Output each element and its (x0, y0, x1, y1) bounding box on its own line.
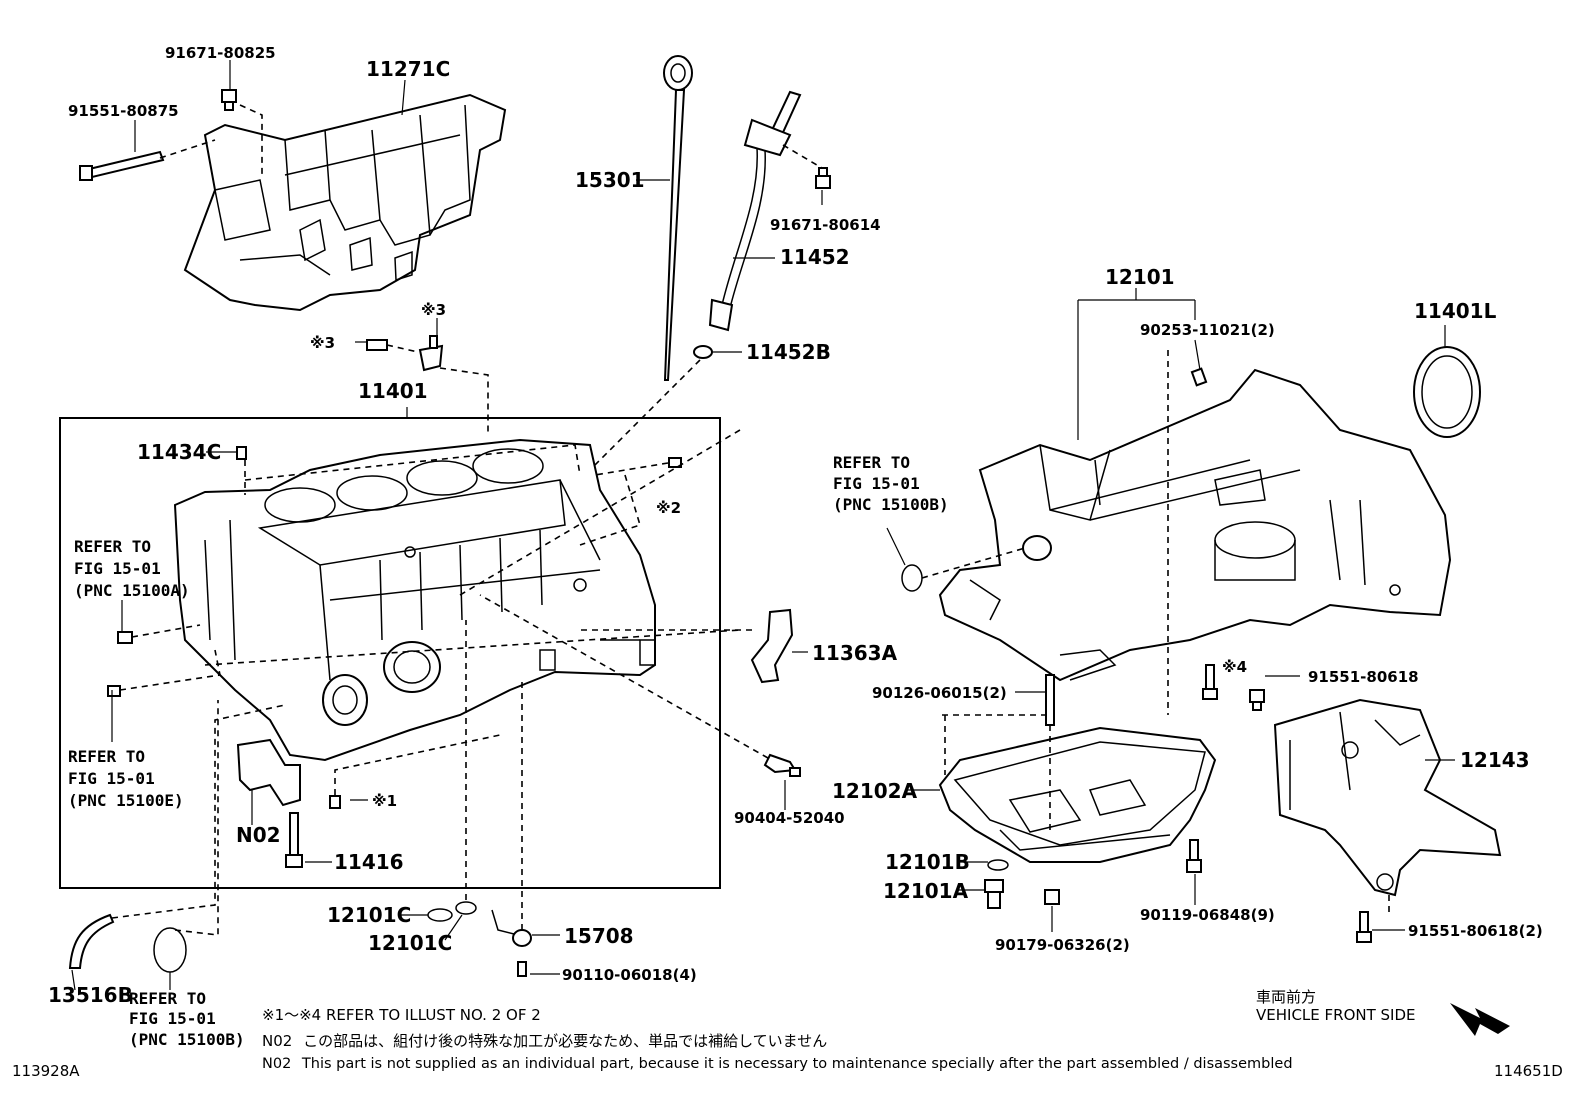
stiffener-plate-11271C-drawing (183, 93, 507, 312)
label-90179-06326: 90179-06326(2) (995, 936, 1130, 954)
illustration-id-left: 113928A (12, 1062, 80, 1080)
bolt-91671-80825-drawing (221, 89, 237, 111)
refer-b-right-line1: REFER TO (833, 453, 910, 472)
label-13516B: 13516B (48, 983, 133, 1007)
refer-to-15100B-left: REFER TO FIG 15-01 (PNC 15100B) (129, 989, 245, 1049)
label-12101C-b: 12101C (368, 931, 452, 955)
note-n02-code-en: N02 (262, 1056, 292, 1072)
note-n02-english: N02 This part is not supplied as an indi… (262, 1056, 1293, 1072)
vehicle-front-label-en: VEHICLE FRONT SIDE (1256, 1006, 1416, 1024)
bolt-91551-80618-2-drawing (1356, 911, 1372, 943)
nut-90179-06326-drawing (1044, 889, 1060, 905)
cylinder-block-11401-drawing (173, 438, 656, 762)
gasket-12101C-a-drawing (427, 908, 453, 922)
note-n02-code-jp: N02 (262, 1032, 293, 1050)
label-11363A: 11363A (812, 641, 898, 665)
crankcase-12101-drawing (938, 368, 1452, 682)
dowel-11434C-drawing (236, 446, 247, 460)
bolt-91671-80614-drawing (815, 167, 831, 189)
label-12143: 12143 (1460, 748, 1530, 772)
label-91551-80618-2: 91551-80618(2) (1408, 922, 1543, 940)
label-90253-11021: 90253-11021(2) (1140, 321, 1275, 339)
refer-b-left-line1: REFER TO (129, 989, 206, 1008)
label-mark3-sensor: ※3 (421, 301, 446, 319)
sensor-mark3-drawing (366, 335, 444, 372)
label-12101B: 12101B (885, 850, 970, 874)
o-ring-11452B-drawing (693, 345, 713, 359)
label-91551-80875: 91551-80875 (68, 102, 179, 120)
label-mark1: ※1 (372, 792, 397, 810)
refer-a-line1: REFER TO (74, 537, 151, 556)
label-90119-06848: 90119-06848(9) (1140, 906, 1275, 924)
label-15301: 15301 (575, 168, 645, 192)
label-11452B: 11452B (746, 340, 831, 364)
refer-b-left-line3: (PNC 15100B) (129, 1030, 245, 1049)
refer-to-15100E: REFER TO FIG 15-01 (PNC 15100E) (68, 747, 184, 810)
bearing-cap-N02-drawing (236, 738, 301, 807)
refer-b-right-line3: (PNC 15100B) (833, 495, 949, 514)
note-n02-text-en: This part is not supplied as an individu… (301, 1056, 1293, 1072)
label-11271C: 11271C (366, 57, 450, 81)
note-n02-japanese: N02 この部品は、組付け後の特殊な加工が必要なため、単品では補給していません (262, 1030, 827, 1051)
hose-13516B-drawing (68, 913, 115, 969)
cylinder-block-group-box (59, 417, 721, 889)
leader-lines (71, 60, 1455, 991)
vehicle-front-arrow-icon (1450, 1003, 1510, 1036)
o-ring-15100B-left-drawing (153, 927, 187, 973)
refer-b-right-line2: FIG 15-01 (833, 474, 920, 493)
label-mark2: ※2 (656, 499, 681, 517)
label-11401L: 11401L (1414, 299, 1497, 323)
bolt-91551-80618-drawing (1249, 689, 1265, 711)
baffle-plate-12143-drawing (1273, 698, 1502, 897)
label-15708: 15708 (564, 924, 634, 948)
bolt-11416-drawing (285, 812, 303, 868)
label-90404-52040: 90404-52040 (734, 809, 845, 827)
label-12102A: 12102A (832, 779, 918, 803)
pin-mark1-drawing (329, 795, 341, 809)
o-ring-15100B-right-drawing (901, 564, 923, 592)
label-mark3-bolt: ※3 (310, 334, 335, 352)
label-11401: 11401 (358, 379, 428, 403)
refer-a-line2: FIG 15-01 (74, 559, 161, 578)
label-N02: N02 (236, 823, 281, 847)
label-11416: 11416 (334, 850, 404, 874)
dipstick-15301-drawing (663, 55, 693, 381)
dipstick-guide-11452-drawing (708, 90, 802, 332)
baffle-11363A-drawing (750, 608, 794, 684)
refer-e-line2: FIG 15-01 (68, 769, 155, 788)
pin-mark2-drawing (668, 457, 682, 468)
bolt-90119-06848-drawing (1186, 839, 1202, 873)
oil-strainer-15708-drawing (491, 909, 532, 977)
label-12101C-a: 12101C (327, 903, 411, 927)
refer-e-line1: REFER TO (68, 747, 145, 766)
bolt-91551-80875-drawing (79, 150, 165, 181)
label-12101: 12101 (1105, 265, 1175, 289)
oil-pressure-switch-90404-52040-drawing (763, 753, 801, 777)
oil-pan-12102A-drawing (938, 726, 1217, 863)
label-mark4: ※4 (1222, 658, 1247, 676)
label-11452: 11452 (780, 245, 850, 269)
refer-to-15100B-right: REFER TO FIG 15-01 (PNC 15100B) (833, 453, 949, 514)
label-11434C: 11434C (137, 440, 221, 464)
label-91671-80825: 91671-80825 (165, 44, 276, 62)
label-12101A: 12101A (883, 879, 969, 903)
label-91551-80618: 91551-80618 (1308, 668, 1419, 686)
note-refer-illust: ※1～※4 REFER TO ILLUST NO. 2 OF 2 (262, 1006, 541, 1024)
label-91671-80614: 91671-80614 (770, 216, 881, 234)
refer-to-15100A: REFER TO FIG 15-01 (PNC 15100A) (74, 537, 190, 600)
refer-e-line3: (PNC 15100E) (68, 791, 184, 810)
drain-plug-12101A-drawing (984, 879, 1004, 909)
refer-a-line3: (PNC 15100A) (74, 581, 190, 600)
oil-seal-11401L-drawing (1413, 346, 1481, 438)
vehicle-front-label-jp: 車両前方 (1256, 988, 1317, 1006)
refer-b-left-line2: FIG 15-01 (129, 1009, 216, 1028)
note-n02-text-jp: この部品は、組付け後の特殊な加工が必要なため、単品では補給していません (303, 1032, 828, 1050)
illustration-id-right: 114651D (1494, 1062, 1563, 1080)
label-90110-06018: 90110-06018(4) (562, 966, 697, 984)
gasket-12101C-b-drawing (455, 901, 477, 915)
label-90126-06015: 90126-06015(2) (872, 684, 1007, 702)
